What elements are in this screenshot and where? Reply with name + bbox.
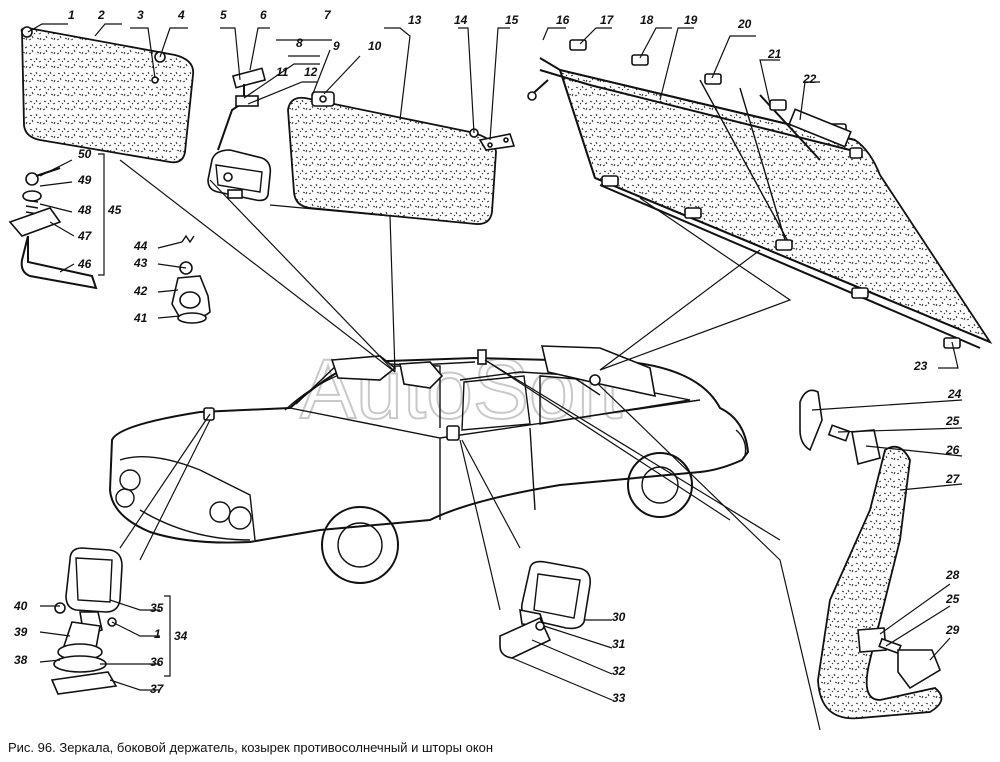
callout-label: 48	[77, 203, 92, 217]
callout-label: 9	[333, 39, 340, 53]
callout-label: 11	[276, 65, 289, 79]
callout-label: 21	[767, 47, 782, 61]
callout-label: 14	[454, 13, 468, 27]
callouts: 1 2 3 4 5 6 7 8 9 10 11 12 13 14 15 16 1…	[13, 8, 962, 705]
callout-label: 34	[174, 629, 188, 643]
callout-label: 10	[368, 39, 382, 53]
callout-label: 3	[137, 8, 144, 22]
car-body	[108, 345, 750, 584]
callout-label: 49	[77, 173, 92, 187]
callout-label: 22	[802, 72, 817, 86]
callout-label: 15	[505, 13, 519, 27]
callout-label: 40	[13, 599, 28, 613]
exterior-mirror-left	[50, 547, 123, 695]
callout-label: 20	[737, 17, 752, 31]
callout-label: 4	[177, 8, 185, 22]
callout-label: 25	[945, 414, 960, 428]
callout-label: 1	[154, 627, 161, 641]
mirror-holder-parts	[8, 167, 211, 324]
interior-mirror	[207, 67, 272, 202]
callout-label: 44	[133, 239, 148, 253]
callout-label: 46	[77, 257, 92, 271]
callout-label: 5	[220, 8, 227, 22]
callout-label: 50	[78, 147, 92, 161]
callout-label: 31	[612, 637, 626, 651]
sun-visor-right	[287, 91, 516, 225]
leader-lines	[27, 23, 963, 731]
callout-label: 47	[77, 229, 93, 243]
callout-label: 32	[612, 664, 626, 678]
callout-label: 36	[150, 655, 164, 669]
callout-label: 37	[150, 682, 165, 696]
callout-label: 29	[945, 623, 960, 637]
callout-label: 33	[612, 691, 626, 705]
callout-label: 23	[913, 359, 928, 373]
callout-label: 1	[68, 8, 75, 22]
callout-label: 35	[150, 601, 164, 615]
callout-label: 28	[945, 568, 960, 582]
callout-label: 8	[296, 36, 303, 50]
callout-label: 45	[107, 203, 122, 217]
exterior-mirror-right	[499, 560, 592, 659]
callout-label: 2	[97, 8, 105, 22]
callout-label: 13	[408, 13, 422, 27]
callout-label: 41	[133, 311, 148, 325]
sun-visor-left	[20, 26, 195, 164]
callout-label: 27	[945, 472, 961, 486]
callout-label: 42	[133, 284, 148, 298]
callout-label: 12	[304, 65, 318, 79]
callout-label: 17	[600, 13, 615, 27]
callout-label: 16	[556, 13, 570, 27]
callout-label: 25	[945, 592, 960, 606]
side-strap	[799, 389, 943, 720]
figure-caption: Рис. 96. Зеркала, боковой держатель, коз…	[8, 740, 494, 755]
callout-label: 18	[640, 13, 654, 27]
callout-label: 24	[947, 387, 962, 401]
callout-label: 6	[260, 8, 267, 22]
callout-label: 39	[14, 625, 28, 639]
callout-label: 19	[684, 13, 698, 27]
window-blind	[527, 39, 993, 349]
callout-label: 43	[133, 256, 148, 270]
callout-label: 7	[324, 8, 332, 22]
callout-label: 26	[945, 443, 960, 457]
callout-label: 30	[612, 610, 626, 624]
callout-label: 38	[14, 653, 28, 667]
